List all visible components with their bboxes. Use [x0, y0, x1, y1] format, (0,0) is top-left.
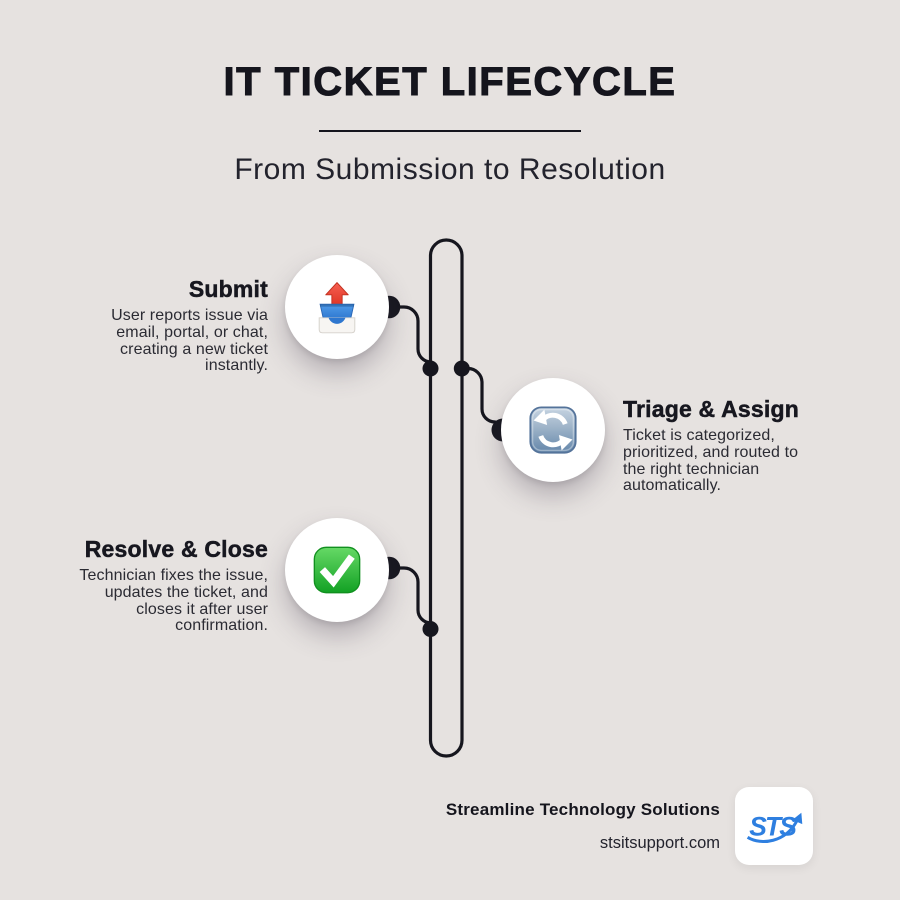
check-mark-button-icon: [313, 546, 361, 594]
submit-step-title: Submit: [188, 276, 268, 302]
page-title: IT TICKET LIFECYCLE: [223, 60, 677, 105]
triage-step-description: Ticket is categorized, prioritized, and …: [623, 427, 799, 495]
triage-step-title: Triage & Assign: [623, 396, 799, 422]
submit-step-text: Submit User reports issue via email, por…: [58, 277, 268, 375]
counterclockwise-arrows-icon: [529, 406, 577, 454]
page-subtitle: From Submission to Resolution: [234, 153, 666, 186]
submit-step-description: User reports issue via email, portal, or…: [111, 307, 268, 375]
outbox-tray-icon: [318, 282, 356, 334]
node-dot-submit-small: [422, 360, 439, 377]
timeline-capsule: [428, 238, 464, 758]
footer-website: stsitsupport.com: [599, 834, 720, 852]
logo-swoosh: [746, 820, 798, 843]
node-dot-resolve-small: [422, 621, 439, 637]
triage-icon-circle: [501, 378, 605, 482]
logo-arrowhead: [792, 812, 803, 825]
resolve-step-text: Resolve & Close Technician fixes the iss…: [53, 537, 268, 635]
connector-submit: [389, 305, 432, 364]
footer-text-block: Streamline Technology Solutions stsitsup…: [400, 800, 720, 853]
company-logo: STS: [735, 787, 813, 865]
resolve-step-title: Resolve & Close: [84, 536, 269, 562]
node-dot-triage-small: [453, 360, 470, 377]
title-divider: [319, 130, 581, 132]
resolve-icon-circle: [285, 518, 389, 622]
sts-logo-icon: STS: [746, 811, 803, 843]
connector-resolve: [389, 566, 432, 625]
submit-icon-circle: [285, 255, 389, 359]
resolve-step-description: Technician fixes the issue, updates the …: [79, 567, 268, 635]
triage-step-text: Triage & Assign Ticket is categorized, p…: [623, 397, 858, 495]
footer-company-name: Streamline Technology Solutions: [445, 800, 720, 819]
connector-triage: [461, 366, 499, 425]
logo-text: STS: [749, 811, 797, 841]
